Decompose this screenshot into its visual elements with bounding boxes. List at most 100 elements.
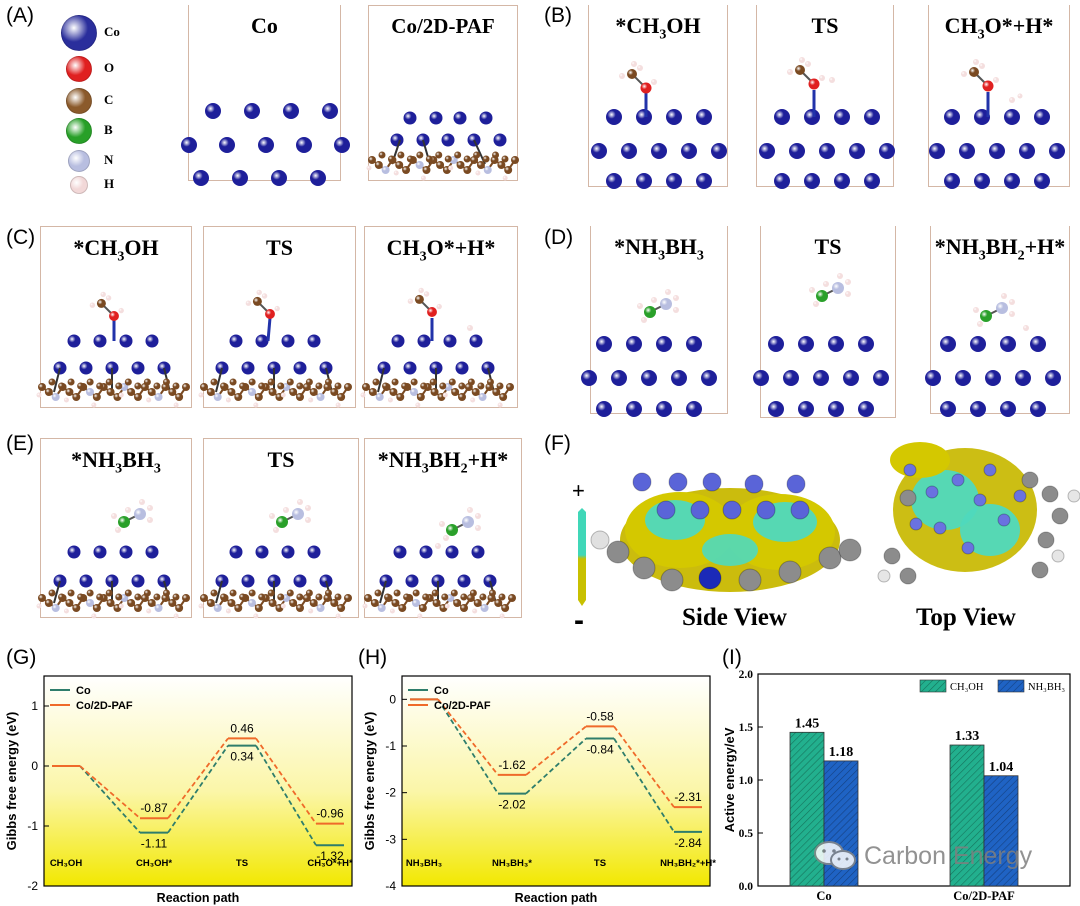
data-label: -2.84 <box>674 836 702 850</box>
co-atom-top <box>997 513 1011 527</box>
data-label: -2.31 <box>674 790 702 804</box>
frame-title: *CH3OH <box>615 13 701 43</box>
charge-density-figure <box>578 442 1080 606</box>
charge-isosurface <box>890 442 950 478</box>
panel-label-h: (H) <box>358 646 388 669</box>
y-tick-label: -2 <box>27 879 38 893</box>
panel-label-f: (F) <box>544 432 571 455</box>
co-atom-side <box>790 500 810 520</box>
connector-Co/2D-PAF <box>437 698 499 776</box>
charge-isosurface <box>702 534 758 566</box>
h-atom-side <box>590 530 610 550</box>
co-atom-top <box>925 485 939 499</box>
legend-swatch <box>997 679 1025 693</box>
structure-co: Co <box>188 5 341 181</box>
bar-value-label: 1.18 <box>829 745 854 760</box>
legend-ball-n <box>68 150 90 172</box>
category-label: CH₃OH* <box>136 858 172 869</box>
structure-e-ts: TS <box>203 438 359 618</box>
x-axis-label: Reaction path <box>515 891 598 905</box>
data-label: -2.02 <box>498 798 526 812</box>
legend-label: NH₃BH₃ <box>1028 682 1065 693</box>
category-label: Co <box>816 889 831 903</box>
structure-b-ts: TS <box>756 5 894 187</box>
structure-co-2dpaf: Co/2D-PAF <box>368 5 518 181</box>
co-atom-side <box>656 500 676 520</box>
legend-label: H <box>104 176 115 191</box>
watermark-text: Carbon Energy <box>864 841 1033 870</box>
frame-title: *NH3BH3 <box>614 234 704 264</box>
category-label: CH₃O*+H* <box>307 858 353 869</box>
data-label: -0.87 <box>140 801 168 815</box>
charge-isosurface <box>911 470 979 530</box>
legend-label: O <box>104 60 115 75</box>
y-tick-label: -1 <box>27 819 38 833</box>
structure-d-nh3bh2-h: *NH3BH2+H* <box>930 226 1070 414</box>
paf-atom-side <box>698 566 722 590</box>
legend-swatch <box>919 679 947 693</box>
connector-Co/2D-PAF <box>79 765 141 819</box>
structure-e-nh3bh3: *NH3BH3 <box>40 438 192 618</box>
y-tick-label: 1.0 <box>739 775 754 787</box>
paf-atom-side <box>660 568 684 592</box>
chart-active-energy: 0.00.51.01.52.01.451.18Co1.331.04Co/2D-P… <box>722 669 1071 903</box>
y-tick-label: 1.5 <box>739 722 754 734</box>
data-label: 0.34 <box>230 750 254 764</box>
y-axis-label: Active energy/eV <box>722 727 737 832</box>
plot-area <box>401 675 711 887</box>
panel-label-d: (D) <box>544 226 574 249</box>
bar-1-1 <box>983 775 1019 887</box>
paf-atom-side <box>606 540 630 564</box>
structure-b-ch3o-h: CH3O*+H* <box>928 5 1070 187</box>
co-atom-side <box>668 472 688 492</box>
co-atom-top <box>903 463 917 477</box>
data-label: -1.32 <box>316 849 344 863</box>
connector-Co <box>525 737 587 795</box>
co-atom-top <box>909 517 923 531</box>
structure-c-ts: TS <box>203 226 356 408</box>
bar-value-label: 1.33 <box>955 729 980 744</box>
co-atom-side <box>786 474 806 494</box>
data-label: -1.11 <box>141 837 168 851</box>
co-atom-top <box>973 493 987 507</box>
data-label: 0.46 <box>230 721 254 735</box>
legend-label: N <box>104 152 114 167</box>
y-tick-label: 0 <box>389 692 396 706</box>
y-tick-label: -2 <box>385 786 396 800</box>
legend-label: Co <box>104 24 120 39</box>
legend-label: Co/2D-PAF <box>434 700 491 712</box>
frame-title: CH3O*+H* <box>386 235 496 265</box>
y-tick-label: 1 <box>31 699 38 713</box>
structure-d-nh3bh3: *NH3BH3 <box>590 226 728 414</box>
frame-title: *NH3BH3 <box>71 447 161 477</box>
top-view-label: Top View <box>916 604 1016 631</box>
h-atom-top <box>1051 549 1065 563</box>
legend-label: Co/2D-PAF <box>76 700 133 712</box>
connector-Co/2D-PAF <box>167 737 229 819</box>
legend-label: Co <box>434 685 449 697</box>
paf-atom-side <box>778 560 802 584</box>
legend-label: B <box>104 122 113 137</box>
plot-area <box>43 675 353 887</box>
paf-atom-top <box>883 547 901 565</box>
connector-Co <box>437 698 499 795</box>
frame-title: *NH3BH2+H* <box>377 447 509 477</box>
h-atom-top <box>1067 489 1080 503</box>
legend-ball-co <box>61 15 97 51</box>
y-tick-label: 0 <box>31 759 38 773</box>
frame-title: TS <box>266 235 293 260</box>
y-tick-label: 0.0 <box>739 881 754 893</box>
paf-atom-top <box>899 567 917 585</box>
co-atom-top <box>1013 489 1027 503</box>
legend-ball-h <box>70 176 88 194</box>
structure-c-ch3oh: *CH3OH <box>40 226 192 408</box>
frame-title: *CH3OH <box>73 235 159 265</box>
structure-d-ts: TS <box>760 226 896 418</box>
co-atom-top <box>983 463 997 477</box>
paf-atom-top <box>1041 485 1059 503</box>
frame-title: TS <box>814 234 842 259</box>
connector-Co <box>167 745 229 834</box>
co-atom-top <box>961 541 975 555</box>
legend-label: Co <box>76 685 91 697</box>
data-label: -0.96 <box>316 807 344 821</box>
